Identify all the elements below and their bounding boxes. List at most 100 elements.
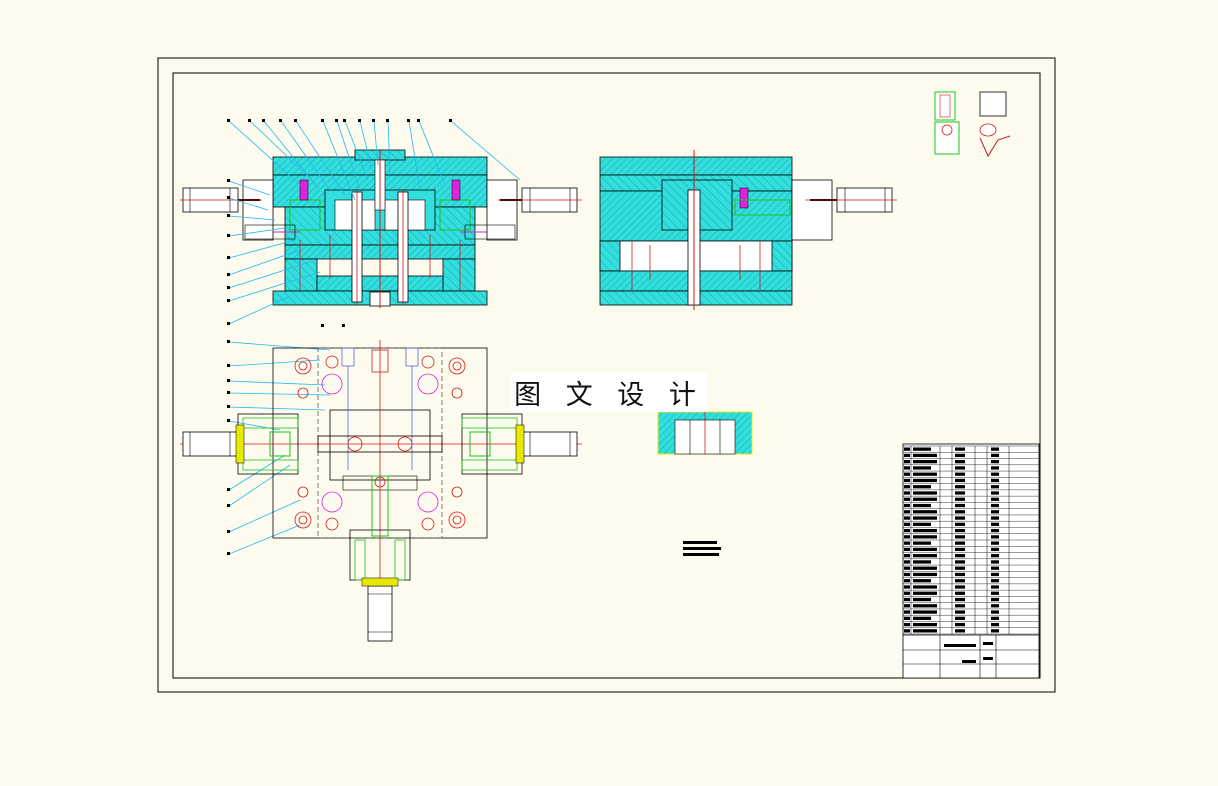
bom-cell-text [991,453,999,458]
bom-cell-text [955,541,965,545]
bom-cell-text [913,485,931,489]
bom-cell-text [991,591,999,595]
left-hydraulic-cylinder [180,187,262,213]
bom-cell-text [913,510,937,514]
bom-cell-text [955,478,965,483]
bom-cell-text [904,472,910,476]
bom-cell-text [991,597,999,602]
bom-cell-text [904,478,910,483]
bom-cell-text [991,497,999,501]
bom-cell-text [913,472,937,476]
bom-cell-text [913,629,937,633]
bom-cell-text [904,572,910,577]
bom-cell-text [955,491,965,495]
bom-cell-text [913,522,931,526]
bom-cell-text [991,560,999,564]
bom-cell-text [904,585,910,589]
front-section-view [180,149,582,308]
bom-cell-text [913,541,931,545]
bom-cell-text [904,560,910,564]
right-hydraulic-cylinder [498,187,582,213]
bom-cell-text [904,616,910,620]
inner-frame [172,72,1041,679]
bom-cell-text [904,610,910,614]
bom-cell-text [913,447,931,451]
bom-cell-text [955,516,965,520]
plan-right-cylinder [515,424,578,464]
bom-cell-text [955,503,965,508]
bom-cell-text [904,604,910,608]
bom-cell-text [904,547,910,552]
bom-cell-text [955,629,965,633]
bom-cell-text [991,503,999,508]
bom-cell-text [913,560,931,564]
bom-cell-text [991,566,999,570]
bom-cell-text [913,453,937,458]
bom-cell-text [904,460,910,464]
bom-cell-text [955,472,965,476]
bom-cell-text [991,528,999,533]
bom-cell-text [913,597,931,602]
bom-cell-text [955,547,965,552]
bom-cell-text [955,566,965,570]
detail-view [657,411,753,455]
bom-cell-text [955,485,965,489]
bom-cell-text [991,629,999,633]
technical-notes [683,541,721,556]
bom-cell-text [991,547,999,552]
bom-cell-text [904,541,910,545]
bom-cell-text [913,460,937,464]
balloon-markers [227,119,452,555]
plan-bottom-cylinder [361,577,399,642]
bom-cell-text [991,610,999,614]
bom-cell-text [955,616,965,620]
bom-cell-text [904,497,910,501]
bom-cell-text [904,629,910,633]
bom-cell-text [904,535,910,539]
bom-cell-text [991,478,999,483]
bom-cell-text [913,478,937,483]
bom-cell-text [913,572,937,577]
bom-cell-text [991,510,999,514]
bom-cell-text [904,510,910,514]
bom-cell-text [904,622,910,627]
bom-cell-text [904,516,910,520]
bom-cell-text [991,466,999,470]
bom-cell-text [955,585,965,589]
bom-cell-text [913,516,937,520]
bom-cell-text [913,554,937,558]
bom-cell-text [955,510,965,514]
bom-cell-text [913,547,937,552]
bom-cell-text [913,566,937,570]
bom-cell-text [904,491,910,495]
bom-cell-text [991,485,999,489]
bom-cell-text [904,579,910,583]
plan-left-cylinder [182,424,245,464]
bom-cell-text [955,466,965,470]
bom-cell-text [955,579,965,583]
bom-cell-text [955,447,965,451]
bom-cell-text [955,610,965,614]
bom-cell-text [955,591,965,595]
bom-cell-text [955,453,965,458]
bom-cell-text [955,622,965,627]
bom-cell-text [904,566,910,570]
bom-cell-text [955,554,965,558]
bom-cell-text [904,554,910,558]
bom-cell-text [913,622,937,627]
bom-cell-text [991,554,999,558]
bom-cell-text [904,466,910,470]
bom-cell-text [913,610,937,614]
bom-cell-text [991,447,999,451]
bom-cell-text [991,491,999,495]
bom-cell-text [904,453,910,458]
watermark-label: 图 文 设 计 [511,372,707,412]
bom-cell-text [913,616,931,620]
bom-cell-text [991,516,999,520]
leader-lines [228,120,521,555]
bom-cell-text [991,472,999,476]
bom-cell-text [955,522,965,526]
bom-cell-text [955,535,965,539]
bom-table [903,445,1039,635]
